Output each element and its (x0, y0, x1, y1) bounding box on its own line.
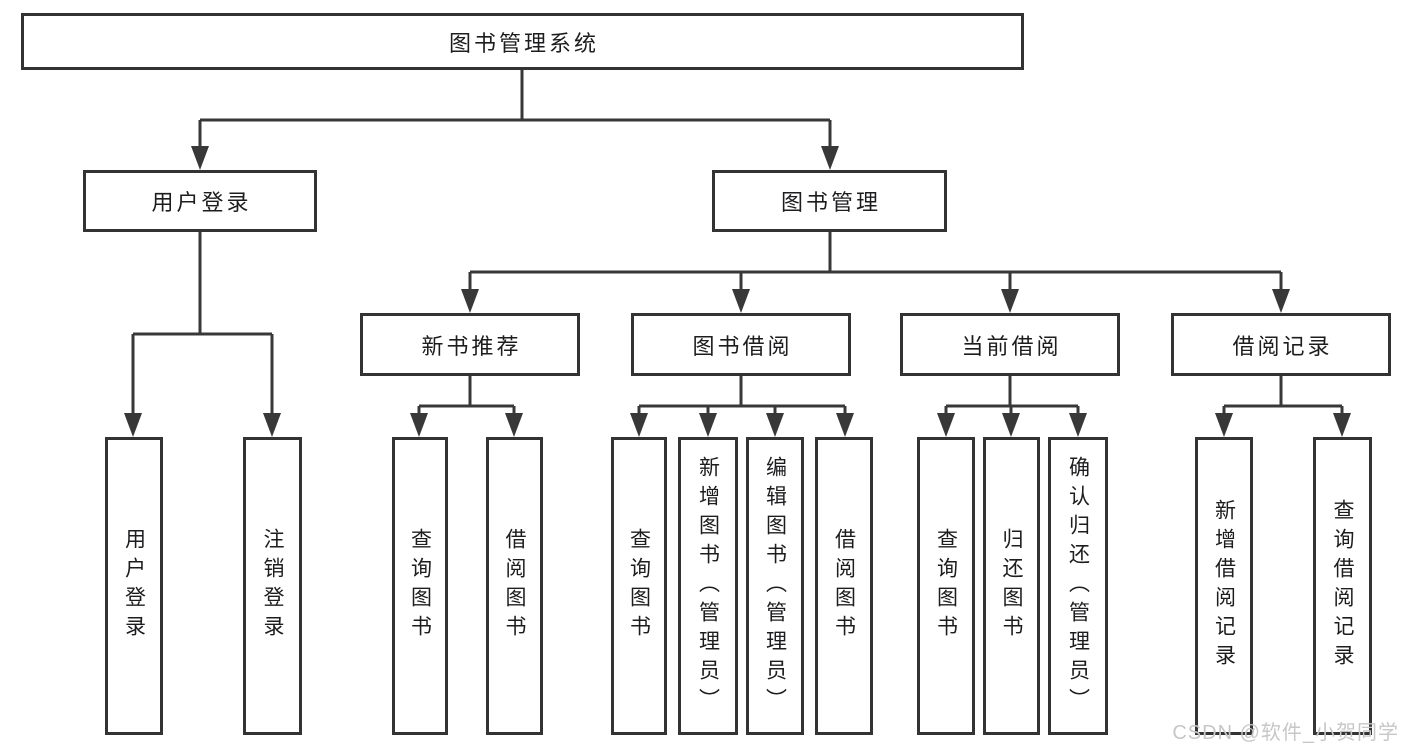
leaf-borrow-add-books-admin: 新增图书（管理员） (678, 437, 738, 735)
leaf-borrow-edit-books-admin: 编辑图书（管理员） (746, 437, 804, 735)
node-borrow-records: 借阅记录 (1171, 313, 1391, 376)
node-user-login: 用户登录 (83, 170, 317, 232)
leaf-borrow-query-books: 查询图书 (611, 437, 667, 735)
node-book-borrow: 图书借阅 (631, 313, 851, 376)
leaf-records-query-record: 查询借阅记录 (1313, 437, 1372, 735)
leaf-current-return-books: 归还图书 (983, 437, 1040, 735)
node-current-borrow: 当前借阅 (900, 313, 1120, 376)
leaf-recommend-query-books: 查询图书 (392, 437, 448, 735)
leaf-recommend-borrow-books: 借阅图书 (486, 437, 543, 735)
leaf-current-query-books: 查询图书 (917, 437, 975, 735)
leaf-user-login: 用户登录 (105, 437, 163, 735)
csdn-watermark: CSDN @软件_小贺同学 (1172, 722, 1399, 744)
leaf-current-confirm-return-admin: 确认归还（管理员） (1048, 437, 1108, 735)
node-root-system: 图书管理系统 (21, 13, 1024, 70)
node-book-management: 图书管理 (712, 170, 947, 232)
leaf-records-add-record: 新增借阅记录 (1195, 437, 1253, 735)
leaf-borrow-borrow-books: 借阅图书 (815, 437, 873, 735)
node-new-book-recommend: 新书推荐 (360, 313, 580, 376)
leaf-logout: 注销登录 (243, 437, 302, 735)
